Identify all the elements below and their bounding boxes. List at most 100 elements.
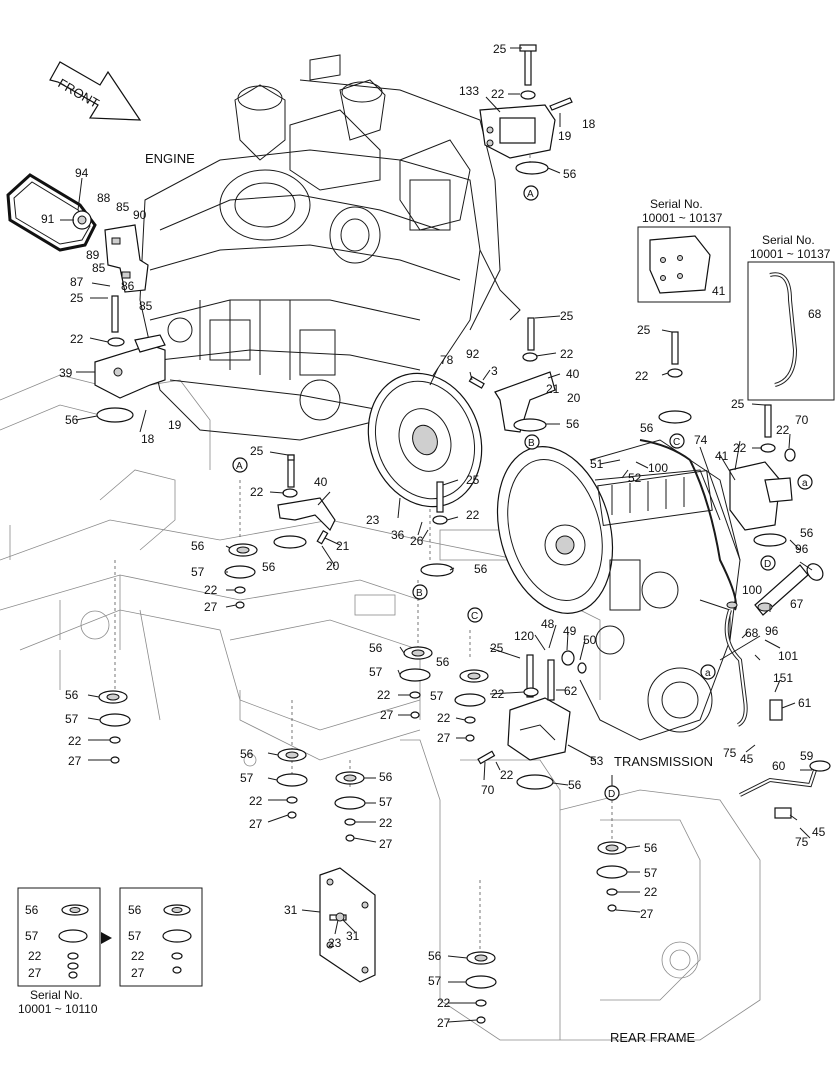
pn-67: 67 — [790, 597, 804, 611]
pn-57-g: 57 — [191, 565, 205, 579]
bracket-41 — [729, 404, 796, 547]
ref-C-top: C — [669, 433, 685, 449]
svg-text:C: C — [673, 437, 680, 448]
pn-22-o: 22 — [379, 816, 393, 830]
serial-box-68-line2: 10001 ~ 10137 — [750, 247, 831, 261]
pn-78: 78 — [440, 353, 454, 367]
bracket-40-mid — [273, 454, 336, 549]
pn-89: 89 — [86, 248, 100, 262]
serial-box-41: Serial No. 10001 ~ 10137 — [637, 197, 731, 303]
pn-151: 101 — [778, 649, 798, 663]
hose-67 — [726, 563, 824, 616]
pn-56-l: 56 — [240, 747, 254, 761]
svg-text:D: D — [764, 559, 771, 570]
pn-56-b: 56 — [566, 417, 580, 431]
mount-39 — [94, 295, 166, 423]
svg-text:A: A — [527, 189, 534, 200]
pn-25-g: 25 — [490, 641, 504, 655]
pn-27-j: 27 — [380, 708, 394, 722]
pn-85-a: 85 — [116, 200, 130, 214]
pn-85-c: 85 — [139, 299, 153, 313]
pn-25-b: 25 — [560, 309, 574, 323]
pn-53: 53 — [590, 754, 604, 768]
serial-box-mount-line1: Serial No. — [30, 988, 83, 1002]
pn-75-b: 75 — [795, 835, 809, 849]
pn-36: 31 — [284, 903, 298, 917]
pipe-60 — [739, 699, 831, 819]
pn-96-a: 96 — [795, 542, 809, 556]
pn-22-top: 22 — [491, 87, 505, 101]
pn-22-s1: 22 — [28, 949, 42, 963]
pn-22-left: 22 — [70, 332, 84, 346]
stack-5 — [276, 748, 308, 819]
pn-22-j: 22 — [377, 688, 391, 702]
pn-21-mid: 21 — [336, 539, 350, 553]
pn-90: 90 — [133, 208, 147, 222]
serial-box-mount: Serial No. 10001 ~ 10110 — [17, 887, 203, 1016]
ref-B-mid: B — [412, 584, 428, 600]
serial-box-41-line1: Serial No. — [650, 197, 703, 211]
arrow-right-icon — [101, 932, 112, 944]
pn-22-h: 22 — [204, 583, 218, 597]
pn-22-f: 22 — [250, 485, 264, 499]
pn-45-b: 45 — [812, 825, 826, 839]
pn-35: 26 — [410, 534, 424, 548]
pn-56-g: 56 — [191, 539, 205, 553]
pn-57-h: 57 — [65, 712, 79, 726]
pn-56-d: 56 — [800, 526, 814, 540]
pn-45-a: 45 — [740, 752, 754, 766]
pn-56-left: 56 — [65, 413, 79, 427]
pn-100-b: 100 — [742, 583, 762, 597]
pn-27-s2: 27 — [131, 966, 145, 980]
pn-25-left: 25 — [70, 291, 84, 305]
pn-22-n: 22 — [249, 794, 263, 808]
pn-133: 133 — [459, 84, 479, 98]
pn-23: 23 — [328, 936, 342, 950]
serial-box-mount-line2: 10001 ~ 10110 — [18, 1002, 98, 1016]
pn-88: 88 — [97, 191, 111, 205]
pn-30: 61 — [798, 696, 812, 710]
pn-22-q: 22 — [437, 996, 451, 1010]
pn-56-h: 56 — [65, 688, 79, 702]
ref-C-mid: C — [467, 607, 483, 623]
pn-51: 51 — [590, 457, 604, 471]
stack-1 — [224, 543, 258, 609]
pn-70-top: 70 — [795, 413, 809, 427]
pn-56-m: 56 — [379, 770, 393, 784]
pn-56-k: 56 — [568, 778, 582, 792]
pn-48: 48 — [541, 617, 555, 631]
pn-40-mid: 40 — [314, 475, 328, 489]
pn-22-i: 22 — [68, 734, 82, 748]
stack-3 — [399, 646, 433, 719]
pn-19-top: 19 — [558, 129, 572, 143]
pn-41: 41 — [715, 449, 729, 463]
bracket-40-upper — [494, 317, 556, 433]
pn-40-top: 40 — [566, 367, 580, 381]
pn-22-p: 22 — [644, 885, 658, 899]
pn-27-k: 27 — [437, 731, 451, 745]
serial-box-41-line2: 10001 ~ 10137 — [642, 211, 723, 225]
pn-56-e: 56 — [262, 560, 276, 574]
frame-structure — [0, 120, 761, 1041]
pn-60: 60 — [772, 759, 786, 773]
pn-50: 50 — [583, 633, 597, 647]
pn-25-e: 25 — [250, 444, 264, 458]
pn-27-h: 27 — [204, 600, 218, 614]
leader-lines — [60, 47, 813, 1023]
pn-41-serial: 41 — [712, 284, 726, 298]
pn-96-b: 96 — [765, 624, 779, 638]
ref-A-top: A — [523, 185, 539, 201]
rear-frame-label: REAR FRAME — [610, 1030, 696, 1045]
pn-22-g: 22 — [466, 508, 480, 522]
pn-52: 52 — [628, 471, 642, 485]
pn-56-j: 56 — [436, 655, 450, 669]
pn-39: 39 — [59, 366, 73, 380]
bracket-89 — [104, 224, 149, 293]
pn-87: 87 — [70, 275, 84, 289]
pn-25-top: 25 — [493, 42, 507, 56]
pn-57-m: 57 — [379, 795, 393, 809]
pn-120: 120 — [514, 629, 534, 643]
pn-22-d: 22 — [733, 441, 747, 455]
pn-57-j: 57 — [430, 689, 444, 703]
